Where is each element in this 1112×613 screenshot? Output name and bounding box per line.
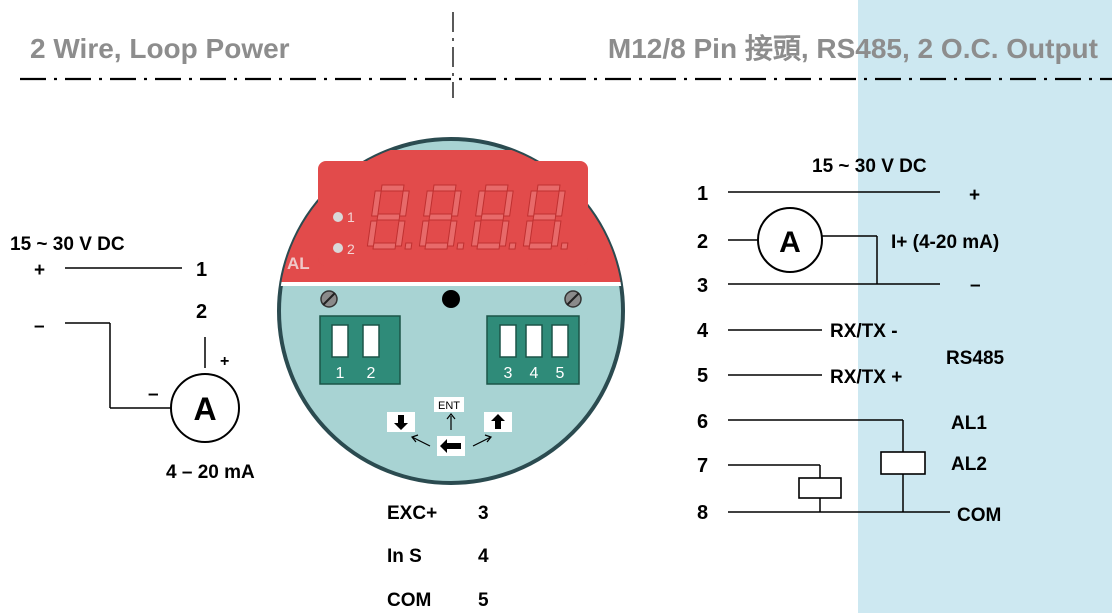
meter-body: 1 2 AL 1 2 3 4 5 — [277, 137, 625, 485]
right-pin-1: 1 — [697, 183, 708, 205]
left-supply-label: 15 ~ 30 V DC — [10, 234, 125, 255]
right-wiring: 15 ~ 30 V DC + – 1 2 3 4 5 6 7 8 A I+ (4… — [697, 156, 1005, 526]
terminal-label-5: 5 — [556, 365, 565, 382]
right-pin-8: 8 — [697, 502, 708, 524]
enter-button[interactable]: ENT — [434, 397, 464, 412]
display-divider — [279, 282, 623, 286]
left-meter-plus: + — [220, 353, 229, 370]
display-digit — [522, 184, 569, 250]
left-arrow-icon[interactable] — [437, 436, 465, 456]
alarm-2-number: 2 — [347, 241, 355, 257]
al2-label: AL2 — [951, 454, 987, 475]
al1-label: AL1 — [951, 413, 987, 434]
right-pin-7: 7 — [697, 455, 708, 477]
terminal-label-1: 1 — [336, 365, 345, 382]
left-ammeter-symbol: A — [193, 391, 216, 427]
terminal-label-2: 2 — [367, 365, 376, 382]
right-ammeter-circle — [757, 207, 823, 273]
left-wiring: 15 ~ 30 V DC + – 1 2 + – A 4 – 20 mA — [10, 234, 255, 483]
display-digits — [366, 184, 569, 250]
terminal-label-4: 4 — [530, 365, 539, 382]
right-supply-label: 15 ~ 30 V DC — [812, 156, 927, 177]
enter-label: ENT — [438, 400, 460, 412]
bottom-pin-number-3: 5 — [478, 590, 489, 611]
alarm-relay-al1 — [880, 451, 926, 475]
rx-tx-minus-label: RX/TX - — [830, 321, 898, 342]
center-hole — [442, 290, 460, 308]
right-pin-3: 3 — [697, 275, 708, 297]
right-pin-5: 5 — [697, 365, 708, 387]
bottom-pin-name-3: COM — [387, 590, 431, 611]
left-minus-sign: – — [34, 316, 45, 337]
left-current-label: 4 – 20 mA — [166, 462, 255, 483]
alarm-2-led — [333, 243, 343, 253]
display-digit — [366, 184, 413, 250]
com-label: COM — [957, 505, 1001, 526]
left-pin-2: 2 — [196, 301, 207, 323]
right-panel-background — [858, 0, 1112, 613]
screw-left-icon — [320, 290, 338, 308]
alarm-relay-al2 — [798, 477, 842, 499]
alarm-1-number: 1 — [347, 209, 355, 225]
right-pin-4: 4 — [697, 320, 709, 342]
left-meter-minus: – — [148, 384, 159, 405]
alarm-1-led — [333, 212, 343, 222]
header-left-title: 2 Wire, Loop Power — [30, 33, 290, 64]
down-arrow-icon[interactable] — [387, 412, 415, 432]
screw-right-icon — [564, 290, 582, 308]
right-pin-2: 2 — [697, 231, 708, 253]
bottom-pin-name-2: In S — [387, 546, 422, 567]
right-pin-6: 6 — [697, 411, 708, 433]
bottom-pin-list: EXC+ 3 In S 4 COM 5 — [387, 503, 489, 611]
rx-tx-plus-label: RX/TX + — [830, 367, 902, 388]
bottom-pin-number-2: 4 — [478, 546, 489, 567]
right-ammeter-symbol: A — [779, 226, 801, 259]
rs485-label: RS485 — [946, 348, 1005, 369]
up-arrow-icon[interactable] — [484, 412, 512, 432]
bottom-pin-number-1: 3 — [478, 503, 489, 524]
bottom-pin-name-1: EXC+ — [387, 503, 437, 524]
header-right-title: M12/8 Pin 接頭, RS485, 2 O.C. Output — [608, 33, 1098, 64]
right-current-label: I+ (4-20 mA) — [891, 232, 999, 253]
right-plus-sign: + — [969, 185, 980, 206]
display-digit — [470, 184, 517, 250]
terminal-label-3: 3 — [504, 365, 513, 382]
left-ammeter-circle — [170, 373, 240, 443]
alarm-label: AL — [287, 254, 310, 273]
right-minus-sign: – — [970, 275, 981, 296]
display-digit — [418, 184, 465, 250]
left-plus-sign: + — [34, 260, 45, 281]
left-pin-1: 1 — [196, 259, 207, 281]
